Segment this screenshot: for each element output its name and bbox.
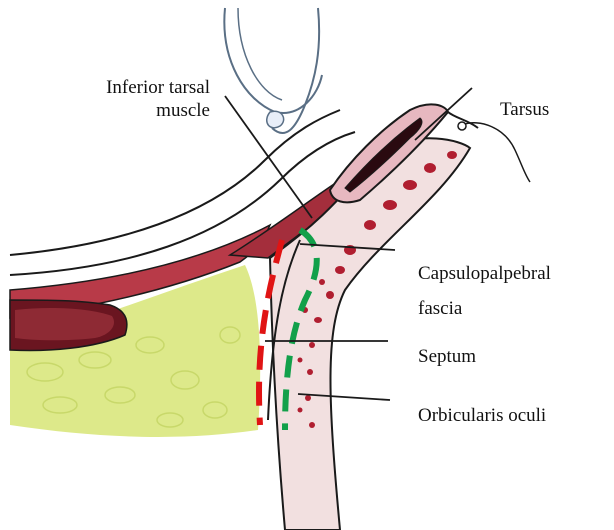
conjunctiva-fold [267, 111, 284, 128]
label-orbicularis-oculi: Orbicularis oculi [418, 404, 546, 427]
label-capsulopalpebral-fascia: Capsulopalpebral fascia [418, 262, 551, 320]
label-capsulopalpebral-fascia-line2: fascia [418, 297, 551, 320]
label-septum: Septum [418, 345, 476, 368]
lash-root [458, 122, 466, 130]
label-inferior-tarsal-muscle-line2: muscle [60, 99, 210, 122]
label-inferior-tarsal-muscle: Inferior tarsal muscle [60, 76, 210, 122]
eyelash [462, 123, 530, 182]
label-capsulopalpebral-fascia-line1: Capsulopalpebral [418, 262, 551, 285]
label-tarsus: Tarsus [500, 98, 549, 121]
label-inferior-tarsal-muscle-line1: Inferior tarsal [60, 76, 210, 99]
lower-muscle-core-inner [15, 308, 114, 340]
lower-eyelid-tissue [270, 138, 470, 530]
